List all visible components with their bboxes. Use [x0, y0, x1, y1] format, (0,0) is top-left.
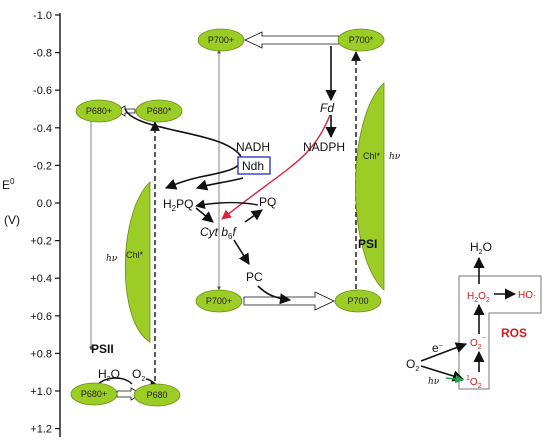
ros-ho-label: HO·: [518, 290, 536, 301]
pc-label: PC: [246, 270, 263, 284]
ndh-label: Ndh: [242, 159, 264, 173]
node-label: P680+: [81, 389, 107, 399]
axis-tick-label: +0.6: [30, 311, 52, 323]
p700-bottom-reduction-arrow: [243, 291, 335, 311]
water-oxidation-curve: [97, 377, 133, 385]
psi-antenna-leaf: [355, 82, 385, 291]
axis-tick-label: -0.4: [33, 123, 52, 135]
psi-label: PSI: [358, 237, 377, 251]
ros-panel: H2O H2O2 HO· O2− 1O2 ROS O2 e− hν: [406, 240, 542, 390]
node-label: P700+: [206, 296, 232, 306]
nadph-label: NADPH: [303, 140, 345, 154]
cyt-label: Cyt b6f: [200, 225, 237, 241]
node-label: P680: [146, 390, 167, 400]
ros-electron-label: e−: [432, 341, 443, 355]
psi-chl-label: Chl*: [363, 151, 381, 161]
axis-tick-label: 0.0: [37, 198, 52, 210]
node-p680-star-top: P680*: [135, 99, 183, 123]
ros-oxygen-label: O2: [406, 357, 419, 373]
pc-to-p700-arrow: [257, 285, 292, 305]
node-p680-bottom: P680: [133, 383, 181, 407]
h2pq-label: H2PQ: [163, 197, 193, 213]
ros-title: ROS: [501, 326, 527, 340]
h2pq-to-cyt-arrow: [195, 207, 214, 223]
pq-label: PQ: [259, 195, 276, 209]
oxygen-to-superoxide-arrow: [420, 342, 468, 362]
ros-outline: [458, 275, 542, 390]
ndh-box: [237, 156, 271, 175]
ros-superoxide-label: O2−: [470, 335, 486, 351]
light-arrow-green: [445, 374, 464, 384]
axis-tick-label: +0.2: [30, 236, 52, 248]
psi-hv-label: hν: [389, 152, 401, 162]
p700-top-charge-separation-arrow: [244, 31, 340, 49]
psii-antenna-leaf: [124, 181, 151, 343]
ros-h2o2-label: H2O2: [467, 291, 490, 304]
axis-title: E0: [2, 177, 15, 192]
psii-chl-label: Chl*: [126, 250, 144, 260]
node-label: P700: [347, 296, 368, 306]
axis-tick-label: -0.2: [33, 160, 52, 172]
node-p680-plus-bottom: P680+: [70, 382, 118, 406]
node-p700-bottom: P700: [334, 289, 382, 313]
axis-unit: (V): [4, 213, 20, 227]
node-p700-plus-bottom: P700+: [195, 289, 243, 313]
ndh-to-h2pq-arrow: [195, 177, 244, 191]
node-label: P680+: [86, 106, 112, 116]
fd-label: Fd: [320, 101, 334, 115]
axis-tick-label: -1.0: [33, 10, 52, 22]
node-p680-plus-top: P680+: [75, 99, 123, 123]
psii-label: PSII: [91, 342, 114, 356]
water-label: H2O: [98, 367, 120, 383]
node-label: P700*: [349, 35, 374, 45]
node-label: P680*: [147, 106, 172, 116]
ros-singlet-label: 1O2: [466, 375, 482, 390]
pq-to-h2pq-arrow: [195, 199, 259, 210]
axis-tick-label: -0.8: [33, 48, 52, 60]
oxygen-label: O2: [132, 367, 145, 383]
ros-light-label: hν: [428, 377, 440, 387]
potential-axis: -1.0 -0.8 -0.6 -0.4 -0.2 0.0 +0.2 +0.4 +0.6 +0.8 +…: [2, 10, 61, 437]
ros-water-label: H2O: [470, 240, 492, 256]
axis-tick-label: -0.6: [33, 85, 52, 97]
cyt-to-pc-arrow: [233, 239, 250, 265]
axis-tick-label: +1.0: [30, 386, 52, 398]
node-p700-star-top: P700*: [337, 28, 385, 52]
nadh-label: NADH: [236, 140, 270, 154]
axis-tick-label: +0.4: [30, 273, 52, 285]
node-label: P700+: [208, 35, 234, 45]
axis-tick-label: +1.2: [30, 424, 52, 436]
psii-hv-label: hν: [106, 254, 118, 264]
cyt-to-pq-arrow: [244, 209, 263, 223]
p680-to-h2pq-arrow: [124, 108, 242, 190]
node-p700-plus-top: P700+: [197, 28, 245, 52]
axis-tick-label: +0.8: [30, 348, 52, 360]
